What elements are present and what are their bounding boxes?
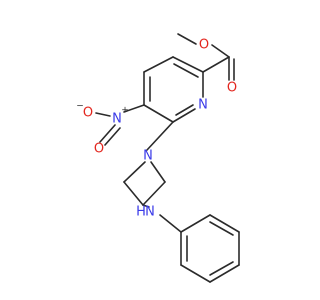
nitro-nitrogen-label: N [112,112,122,127]
bond-o-carbonyl-c [211,44,230,58]
bond-azet-n-ca [123,161,146,183]
nitro-negative-charge: − [76,102,84,112]
bond-azet-ca-cb [123,181,144,206]
bond-nitro-n-o-double-a [99,124,116,143]
bond-ph-inner-2 [209,261,234,276]
bond-azet-amine [142,204,150,208]
bond-ring-c3-c4 [143,56,174,73]
bond-azet-cb-cc [142,181,166,206]
amine-hydrogen-label: H [136,205,146,220]
bond-ring-inner-1 [173,63,199,78]
bond-ring-c2-c3 [172,56,204,73]
azetidine-nitrogen-label: N [143,149,153,164]
structure-canvas: O O N N + O − O N N H [76,33,240,283]
bond-azet-cc-n [150,161,166,183]
bond-ph-4 [209,264,240,283]
nitro-oxygen-single-label: O [83,106,93,121]
amine-nitrogen-label: N [145,205,155,220]
molecule-structure: O O N N + O − O N N H [76,33,240,283]
bond-ph-5 [180,264,211,283]
bond-nitro-n-o-single [95,112,111,117]
bond-carbonyl-ring [202,56,230,73]
ester-oxygen-label: O [199,38,209,53]
nitro-positive-charge: + [121,106,129,116]
nitro-oxygen-double-label: O [94,142,104,157]
bond-nitro-n-o-double-b [104,127,121,146]
bond-ph-inner-1 [209,221,234,236]
carbonyl-oxygen-label: O [227,81,237,96]
bond-ring-inner-3 [175,104,194,116]
bond-amine-phenyl [159,214,182,233]
bond-ph-1 [180,214,211,233]
pyridine-nitrogen-label: N [198,98,208,113]
bond-methyl-o [177,33,197,45]
bond-ring-nitro-n [123,104,145,113]
bond-ring-c5-c6 [143,104,174,123]
bond-ring-azetidine [146,121,174,151]
bond-ph-2 [209,214,240,233]
bond-ring-c6-n [172,108,196,123]
